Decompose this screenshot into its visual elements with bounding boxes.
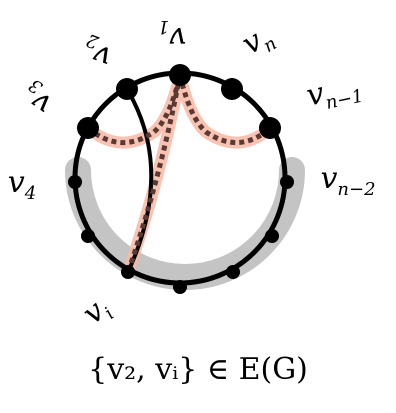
vertex-v1 (169, 64, 191, 86)
small-vertices (68, 175, 294, 294)
vertex-vn (221, 78, 243, 100)
vertex-v2 (116, 78, 138, 100)
label-vi: vi (76, 290, 118, 334)
vertex-vn1 (259, 117, 281, 139)
vertex-b (173, 280, 187, 294)
label-vn: vn (236, 17, 280, 65)
vertex-c (226, 265, 240, 279)
vertex-d (265, 229, 279, 243)
dotted-path-v3-v1 (86, 74, 183, 146)
label-vn2: vn−2 (320, 161, 375, 200)
label-v4: v4 (8, 165, 36, 204)
label-vn1: vn−1 (303, 68, 365, 118)
vertex-a (81, 229, 95, 243)
vertex-vi (121, 265, 135, 279)
edge-v2-vi (125, 87, 154, 273)
gray-band (65, 157, 305, 290)
vertex-v4 (68, 175, 82, 189)
dotted-path-v1-vn1 (177, 74, 272, 146)
label-v3: v3 (15, 74, 61, 122)
vertex-v3 (77, 117, 99, 139)
dotted-paths (86, 74, 272, 273)
label-v1: v1 (158, 16, 186, 55)
label-v2: v2 (77, 29, 117, 75)
large-vertices (77, 64, 281, 139)
caption: {v₂, vᵢ} ∈ E(G) (88, 352, 308, 387)
vertex-vn2 (280, 175, 294, 189)
